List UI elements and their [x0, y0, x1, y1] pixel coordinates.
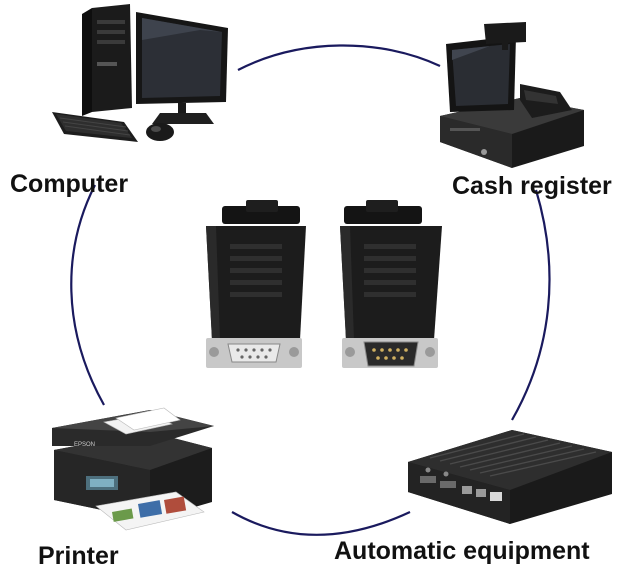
desktop-computer-icon: [52, 4, 228, 142]
ring-segment-left: [70, 184, 105, 406]
ring-segment-bottom: [231, 511, 411, 536]
automatic-equipment-label: Automatic equipment: [334, 537, 590, 565]
ring-segment-right: [511, 189, 551, 421]
printer-brand-text: EPSON: [74, 442, 95, 448]
connection-ring: [70, 44, 551, 536]
computer-label: Computer: [10, 170, 129, 198]
printer-icon: [52, 407, 214, 531]
ring-segment-top: [237, 44, 441, 71]
cash-register-icon: [440, 22, 584, 168]
printer-label: Printer: [38, 542, 119, 570]
cash-register-label: Cash register: [452, 172, 612, 200]
db9-male-connector: [340, 200, 442, 368]
db9-female-connector: [206, 200, 306, 368]
industrial-pc-icon: [408, 430, 612, 524]
